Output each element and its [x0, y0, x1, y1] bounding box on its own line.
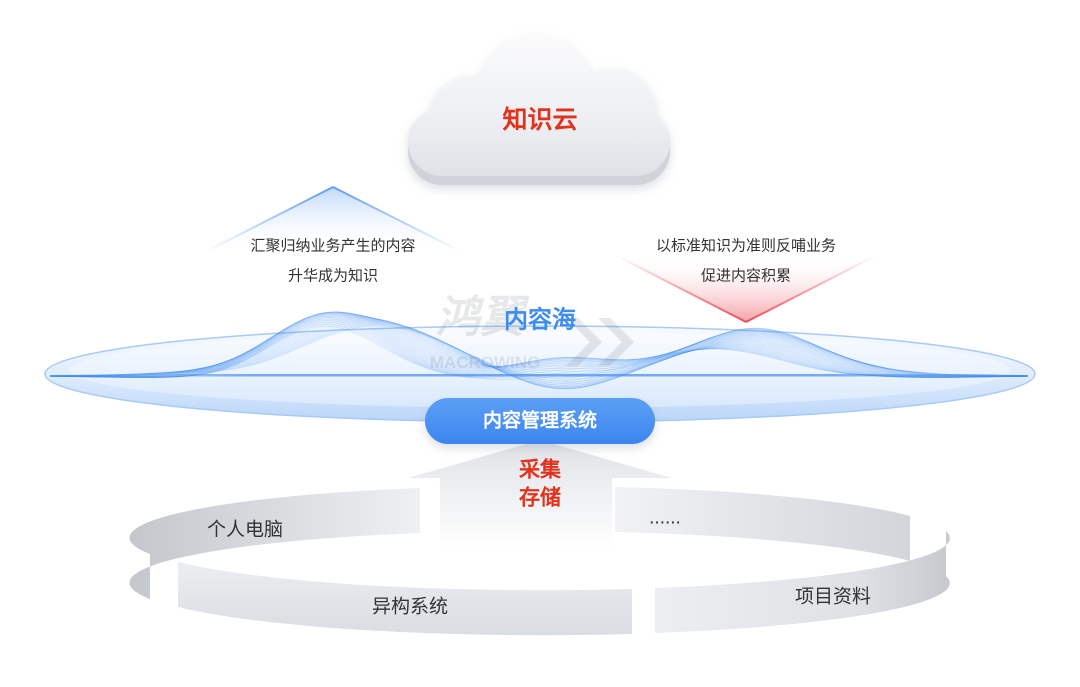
wave-line	[49, 311, 1028, 378]
wave-line	[49, 316, 1028, 386]
watermark-logo: 鸿翼 MACROWING	[430, 293, 634, 372]
source-others: ......	[649, 508, 681, 529]
cloud-icon	[408, 35, 670, 185]
left-note-line1: 汇聚归纳业务产生的内容	[250, 238, 415, 255]
source-project-docs: 项目资料	[795, 586, 871, 608]
arrow-label-collect: 采集	[519, 458, 562, 482]
wave-line	[49, 318, 1029, 378]
sea-label: 内容海	[504, 306, 576, 334]
watermark-brand-en: MACROWING	[430, 353, 540, 372]
wave-line	[50, 312, 1028, 378]
wave-line	[50, 311, 1029, 378]
aggregate-triangle	[204, 186, 463, 253]
up-arrow-icon	[408, 440, 672, 548]
feedback-triangle	[614, 254, 878, 323]
wave-line	[49, 311, 1029, 378]
cms-label: 内容管理系统	[483, 409, 597, 432]
source-heterogeneous: 异构系统	[372, 596, 448, 618]
wave-line	[50, 312, 1029, 378]
wave-line	[50, 313, 1029, 378]
wave-line	[50, 311, 1029, 378]
wave-line	[50, 312, 1029, 378]
wave-line	[50, 315, 1028, 382]
wave-line	[49, 321, 1028, 378]
wave-line	[50, 311, 1029, 378]
sea-horizon-line	[55, 374, 1025, 377]
ring-segment-project-docs	[655, 531, 950, 633]
cms-pill	[425, 398, 655, 444]
arrow-label-store: 存储	[519, 486, 561, 510]
right-note-line2: 促进内容积累	[701, 268, 791, 285]
wave-line	[50, 313, 1029, 378]
right-note-line1: 以标准知识为准则反哺业务	[656, 238, 836, 255]
ring-segment-personal-pc	[129, 488, 420, 599]
wave-line	[50, 325, 1028, 380]
cloud-label: 知识云	[502, 106, 577, 134]
wave-line	[49, 315, 1028, 384]
source-personal-pc: 个人电脑	[207, 519, 283, 541]
wave-line	[49, 311, 1029, 378]
wave-line	[49, 314, 1029, 378]
ring-segment-heterogeneous	[178, 562, 632, 636]
wave-line	[49, 317, 1029, 389]
wave-line	[49, 312, 1028, 378]
left-note-line2: 升华成为知识	[288, 268, 378, 285]
wave-line	[49, 317, 1029, 388]
wave-line	[49, 314, 1028, 380]
wave-line	[50, 317, 1029, 378]
watermark-brand-cn: 鸿翼	[436, 293, 530, 342]
ring-segment-others	[615, 487, 910, 561]
wave-line	[49, 320, 1029, 378]
watermark-chevron-icon	[566, 318, 634, 366]
wave-line	[50, 315, 1029, 378]
